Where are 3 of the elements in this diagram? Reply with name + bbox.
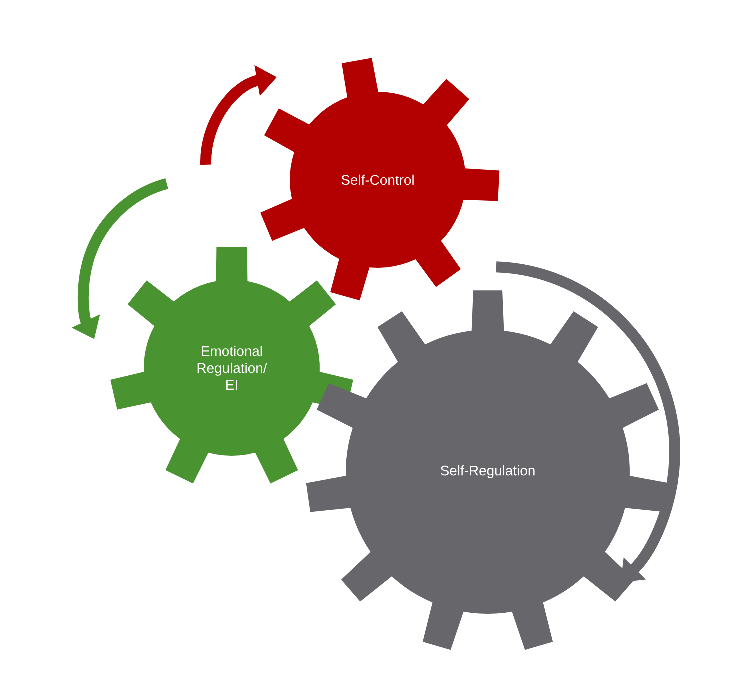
gear: Emotional Regulation/ EI: [110, 246, 354, 484]
gear: Self-Regulation: [306, 290, 670, 650]
gear: Self-Control: [260, 58, 500, 301]
